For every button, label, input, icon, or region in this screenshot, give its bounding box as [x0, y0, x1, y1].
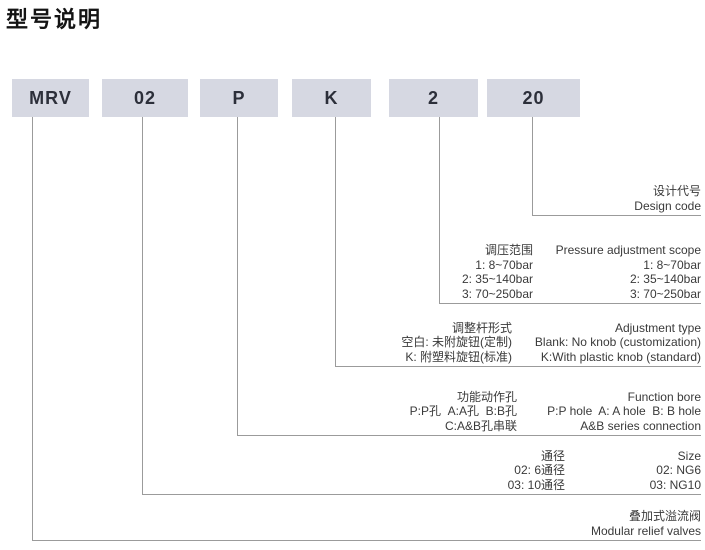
- annotation-row: P:P孔 A:A孔 B:B孔 P:P hole A: A hole B: B h…: [367, 404, 701, 419]
- connector-hline-knob: [335, 366, 701, 367]
- annotation-row: C:A&B孔串联 A&B series connection: [367, 419, 701, 434]
- connector-vline-mrv: [32, 117, 33, 540]
- annotation-row: 空白: 未附旋钮(定制) Blank: No knob (customizati…: [342, 335, 701, 350]
- function-bore-block: 功能动作孔 Function bore P:P孔 A:A孔 B:B孔 P:P h…: [367, 390, 701, 434]
- adjustment-option-cn: K: 附塑料旋钮(标准): [405, 349, 512, 364]
- pressure-option-en: 3: 70~250bar: [629, 286, 701, 301]
- pressure-header-en: Pressure adjustment scope: [555, 243, 701, 257]
- pressure-option-cn: 1: 8~70bar: [475, 257, 533, 272]
- model-segment-box-mrv: MRV: [12, 79, 89, 117]
- model-segment-box-knob: K: [292, 79, 371, 117]
- bore-option-en: A&B series connection: [580, 418, 701, 433]
- annotation-row: K: 附塑料旋钮(标准) K:With plastic knob (standa…: [342, 350, 701, 365]
- pressure-header-cn: 调压范围: [484, 243, 533, 257]
- pressure-adjustment-block: 调压范围 Pressure adjustment scope 1: 8~70ba…: [423, 243, 701, 301]
- adjustment-type-block: 调整杆形式 Adjustment type 空白: 未附旋钮(定制) Blank…: [342, 321, 701, 365]
- product-name-cn: 叠加式溢流阀: [628, 509, 701, 523]
- annotation-row: 设计代号: [634, 184, 701, 199]
- annotation-row: 通径 Size: [475, 449, 701, 464]
- adjustment-option-cn: 空白: 未附旋钮(定制): [401, 335, 512, 349]
- size-option-en: 02: NG6: [656, 463, 701, 477]
- size-header-cn: 通径: [540, 448, 565, 463]
- size-block: 通径 Size 02: 6通径 02: NG6 03: 10通径 03: NG1…: [475, 449, 701, 493]
- connector-vline-pressure: [439, 117, 440, 303]
- size-option-cn: 02: 6通径: [514, 463, 565, 477]
- connector-hline-design: [532, 215, 701, 216]
- bore-option-en: P:P hole A: A hole B: B hole: [547, 404, 701, 418]
- annotation-row: 1: 8~70bar 1: 8~70bar: [423, 258, 701, 273]
- adjustment-header-en: Adjustment type: [614, 320, 701, 335]
- connector-hline-size: [142, 494, 701, 495]
- pressure-option-en: 1: 8~70bar: [643, 257, 701, 272]
- design-code-block: 设计代号 Design code: [634, 184, 701, 213]
- model-segment-box-size: 02: [102, 79, 188, 117]
- bore-option-cn: P:P孔 A:A孔 B:B孔: [409, 404, 517, 418]
- connector-vline-bore: [237, 117, 238, 435]
- connector-vline-size: [142, 117, 143, 494]
- connector-hline-bore: [237, 435, 701, 436]
- connector-vline-design: [532, 117, 533, 215]
- design-code-cn: 设计代号: [652, 184, 701, 198]
- annotation-row: 02: 6通径 02: NG6: [475, 463, 701, 478]
- adjustment-option-en: Blank: No knob (customization): [534, 335, 701, 349]
- annotation-row: 2: 35~140bar 2: 35~140bar: [423, 272, 701, 287]
- annotation-row: 调整杆形式 Adjustment type: [342, 321, 701, 336]
- annotation-row: 3: 70~250bar 3: 70~250bar: [423, 287, 701, 302]
- pressure-option-en: 2: 35~140bar: [629, 272, 701, 286]
- adjustment-option-en: K:With plastic knob (standard): [540, 349, 701, 364]
- size-option-cn: 03: 10通径: [507, 477, 565, 492]
- annotation-row: 叠加式溢流阀: [591, 509, 701, 524]
- annotation-row: Design code: [634, 199, 701, 214]
- page-title: 型号说明: [6, 7, 103, 32]
- adjustment-header-cn: 调整杆形式: [451, 320, 512, 335]
- connector-vline-knob: [335, 117, 336, 366]
- annotation-row: Modular relief valves: [591, 524, 701, 539]
- design-code-en: Design code: [634, 198, 701, 213]
- bore-header-cn: 功能动作孔: [456, 389, 517, 404]
- size-option-en: 03: NG10: [649, 477, 701, 492]
- product-name-block: 叠加式溢流阀 Modular relief valves: [591, 509, 701, 538]
- annotation-row: 功能动作孔 Function bore: [367, 390, 701, 405]
- model-segment-box-design: 20: [487, 79, 580, 117]
- bore-header-en: Function bore: [627, 389, 701, 404]
- product-name-en: Modular relief valves: [590, 523, 701, 538]
- model-segment-box-pressure: 2: [389, 79, 478, 117]
- pressure-option-cn: 2: 35~140bar: [461, 272, 533, 286]
- annotation-row: 03: 10通径 03: NG10: [475, 478, 701, 493]
- connector-hline-mrv: [32, 540, 701, 541]
- size-header-en: Size: [677, 448, 701, 463]
- model-segment-box-bore: P: [200, 79, 278, 117]
- bore-option-cn: C:A&B孔串联: [444, 418, 517, 433]
- pressure-option-cn: 3: 70~250bar: [461, 286, 533, 301]
- annotation-row: 调压范围 Pressure adjustment scope: [423, 243, 701, 258]
- connector-hline-pressure: [439, 303, 701, 304]
